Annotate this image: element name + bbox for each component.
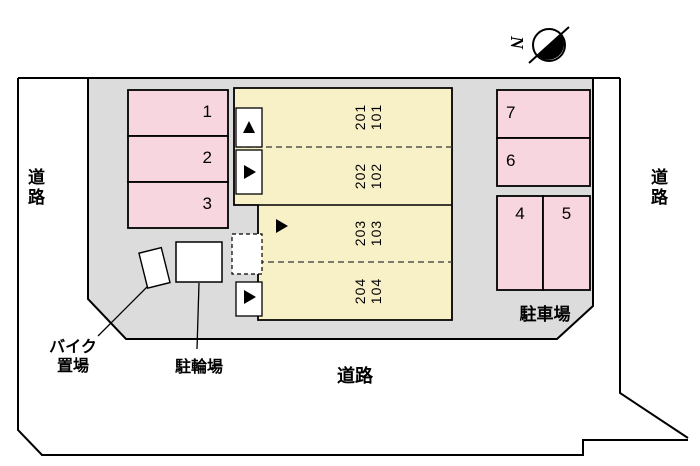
bike-storage-box xyxy=(138,246,171,289)
road-edge-right xyxy=(619,78,689,439)
stall-number-2: 2 xyxy=(202,148,212,167)
compass: N xyxy=(507,26,570,64)
parking-area-label: 駐車場 xyxy=(519,305,571,324)
bike-storage-label: バイク 置場 xyxy=(40,338,106,376)
leader-line-bicycle xyxy=(196,282,200,350)
stall-2-shape xyxy=(127,135,229,183)
stall-4-shape xyxy=(496,195,544,291)
leader-line-bike xyxy=(97,286,148,337)
unit-upper: 204 xyxy=(352,277,368,305)
stall-number-7: 7 xyxy=(506,103,516,122)
compass-letter: N xyxy=(507,35,527,50)
stall-number-3: 3 xyxy=(202,194,212,213)
stall-number-5: 5 xyxy=(561,204,572,223)
bicycle-parking-box xyxy=(175,241,223,283)
road-label-left: 道路 xyxy=(25,168,44,208)
compass-fill xyxy=(537,34,565,60)
building-outline xyxy=(233,87,453,321)
unit-label-204-104: 204 104 xyxy=(351,272,385,310)
unit-lower: 102 xyxy=(368,162,384,190)
stall-3-shape xyxy=(127,181,229,229)
unit-upper: 201 xyxy=(352,103,368,131)
stall-5-shape xyxy=(542,195,591,291)
unit-upper: 203 xyxy=(352,219,368,247)
stall-1-shape xyxy=(127,89,229,137)
bike-storage-label-line2: 置場 xyxy=(56,358,89,375)
bicycle-parking-label: 駐輪場 xyxy=(174,359,223,376)
stall-7-shape xyxy=(496,89,591,139)
arrow-up-icon xyxy=(243,121,255,133)
unit-label-201-101: 201 101 xyxy=(351,98,385,136)
unit-lower: 101 xyxy=(368,103,384,131)
arrow-right-icon-3 xyxy=(244,290,256,304)
road-label-right: 道路 xyxy=(648,168,667,208)
stall-number-1: 1 xyxy=(202,102,212,121)
unit-label-203-103: 203 103 xyxy=(351,214,385,252)
arrow-right-icon-1 xyxy=(244,165,256,179)
stall-number-4: 4 xyxy=(515,204,525,223)
bike-storage-label-line1: バイク xyxy=(49,339,97,356)
stall-6-shape xyxy=(496,137,591,187)
unit-upper: 202 xyxy=(352,162,368,190)
road-label-bottom: 道路 xyxy=(337,366,373,386)
arrow-right-icon-2 xyxy=(276,219,288,233)
stall-number-6: 6 xyxy=(506,151,516,170)
stair-box-dashed xyxy=(231,233,263,275)
road-edge-left-bottom xyxy=(17,78,688,456)
unit-label-202-102: 202 102 xyxy=(351,157,385,195)
unit-lower: 104 xyxy=(368,277,384,305)
unit-lower: 103 xyxy=(368,219,384,247)
